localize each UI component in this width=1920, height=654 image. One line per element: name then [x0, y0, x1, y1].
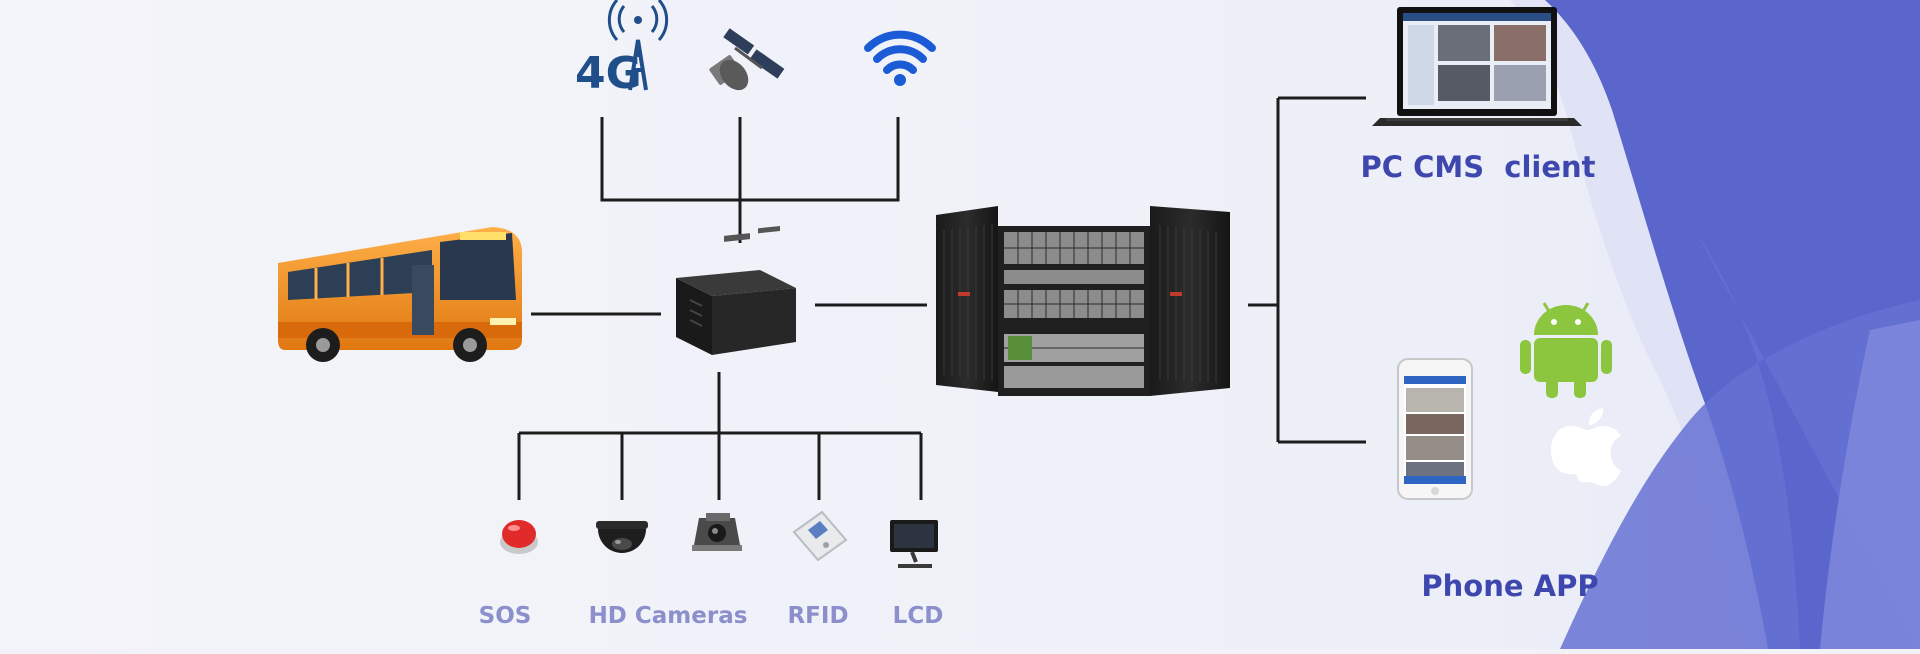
- mini-camera-icon: [692, 513, 742, 551]
- pc-cms-client-label: PC CMS client: [1360, 150, 1596, 184]
- decorative-waves: [1510, 0, 1920, 649]
- peripheral-label-hd-cameras: HD Cameras: [588, 603, 748, 629]
- sos-button-icon: [500, 520, 538, 554]
- connection-lines: [517, 96, 1366, 500]
- peripheral-label-lcd: LCD: [892, 603, 944, 629]
- phone-app-label: Phone APP: [1421, 569, 1599, 603]
- mobile-dvr-icon: [676, 226, 796, 355]
- peripheral-drop-lines: [517, 433, 923, 500]
- 4g-text: 4G: [575, 48, 642, 99]
- apple-icon: [1551, 408, 1621, 486]
- satellite-icon: [709, 28, 785, 91]
- peripheral-label-sos: SOS: [478, 603, 532, 629]
- peripheral-label-rfid: RFID: [787, 603, 849, 629]
- smartphone-icon: [1397, 358, 1473, 500]
- lcd-monitor-icon: [890, 520, 938, 568]
- cellular-4g-tower-icon: 4G: [575, 0, 669, 99]
- rfid-reader-icon: [792, 510, 848, 562]
- laptop-icon: [1372, 7, 1582, 126]
- android-icon: [1520, 302, 1612, 398]
- wifi-icon: [864, 30, 936, 86]
- server-rack-icon: [936, 206, 1230, 396]
- dome-camera-icon: [596, 521, 648, 553]
- client-branch-lines: [1278, 96, 1366, 444]
- bus-icon: [278, 227, 522, 362]
- uplink-bracket-line: [600, 117, 900, 202]
